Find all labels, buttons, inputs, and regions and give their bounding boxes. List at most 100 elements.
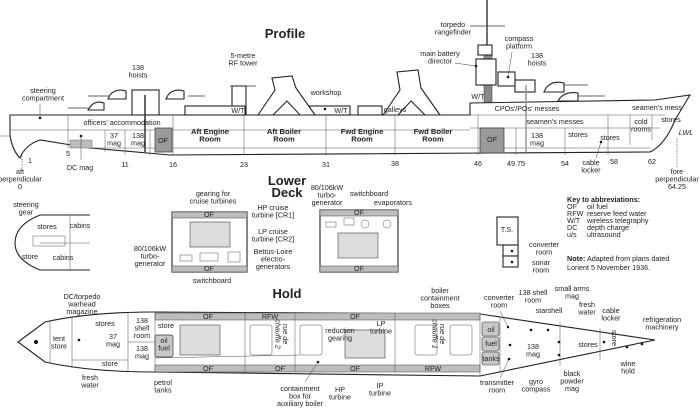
band-label: OF [275, 364, 286, 373]
band-label: OF [203, 364, 214, 373]
steering-plan [14, 214, 90, 271]
label-ts: T.S. [501, 225, 513, 234]
band-label: OF [354, 208, 365, 217]
label-stores: stores [661, 115, 681, 124]
label-evaporators: evaporators [374, 198, 412, 207]
abbreviation-key: Key to abbreviations: OF oil fuel RFW re… [567, 195, 669, 272]
profile-leaders [21, 51, 678, 168]
frame-number: 54 [561, 159, 569, 168]
label-fuel: fuel [485, 339, 497, 348]
label-of-fwd: OF [487, 135, 498, 144]
band-label: RFW [425, 364, 442, 373]
compass-platform [497, 71, 516, 87]
key-abbr: u/s [567, 230, 577, 239]
hold-leaders [77, 310, 644, 383]
profile-title: Profile [265, 26, 305, 41]
key-abbr: W/T [567, 216, 581, 225]
note-label: Note: [567, 254, 585, 263]
label-seamens-mess: seamen's mess [632, 103, 682, 112]
note-text-2: Lorient 5 November 1936. [567, 263, 650, 272]
profile-drawing [0, 0, 692, 168]
band-label: OF [204, 264, 215, 273]
hold-drawing [17, 310, 656, 383]
frame-number: 62 [648, 157, 656, 166]
label-officers-accommodation: officers' accommodation [83, 118, 160, 127]
band-label: OF [354, 264, 365, 273]
director-tower [475, 58, 497, 86]
label-seamens-messes: seamen's messes [526, 117, 584, 126]
fwd-funnel [381, 69, 442, 116]
label-wt: W/T [471, 92, 485, 101]
boiler-box-aft [249, 324, 273, 356]
label-workshop: workshop [310, 88, 342, 97]
frame-numbers: 1 5 11 16 23 31 38 46 49.75 54 58 62 [28, 149, 656, 169]
frame-number: 16 [169, 160, 177, 169]
label-stores: stores [95, 319, 115, 328]
label-wt: W/T [334, 106, 348, 115]
label-store: store [102, 359, 118, 368]
key-abbr: OF [567, 202, 578, 211]
frame-number: 11 [121, 160, 128, 169]
label-rue-de-chauffe-2: rue dechauffe 2 [274, 319, 291, 349]
lower-deck-drawing [14, 209, 519, 273]
label-galleys: galleys [384, 105, 407, 114]
frame-number: 31 [322, 160, 330, 169]
gun-turrets-fwd [543, 81, 605, 102]
key-meaning: ultrasound [587, 230, 621, 239]
band-label: OF [350, 364, 361, 373]
oil-fuel-aft [154, 127, 173, 153]
label-store: store [22, 252, 38, 261]
frame-number: 46 [474, 159, 482, 168]
band-label: OF [203, 312, 214, 321]
label-wt: W/T [231, 106, 245, 115]
band-label: RFW [262, 312, 279, 321]
label-oil: oil [487, 325, 495, 334]
label-starshell: starshell [536, 306, 563, 315]
label-store: store [610, 330, 619, 346]
frame-number: 1 [28, 156, 32, 165]
label-store: store [158, 321, 174, 330]
frame-number: 58 [610, 157, 618, 166]
frame-number: 49.75 [507, 159, 525, 168]
band-label: OF [204, 210, 215, 219]
label-cpo-messes: CPOs'/POs' messes [495, 104, 560, 113]
label-cabins: cabins [53, 253, 74, 262]
torpedo-rangefinder [477, 44, 493, 56]
